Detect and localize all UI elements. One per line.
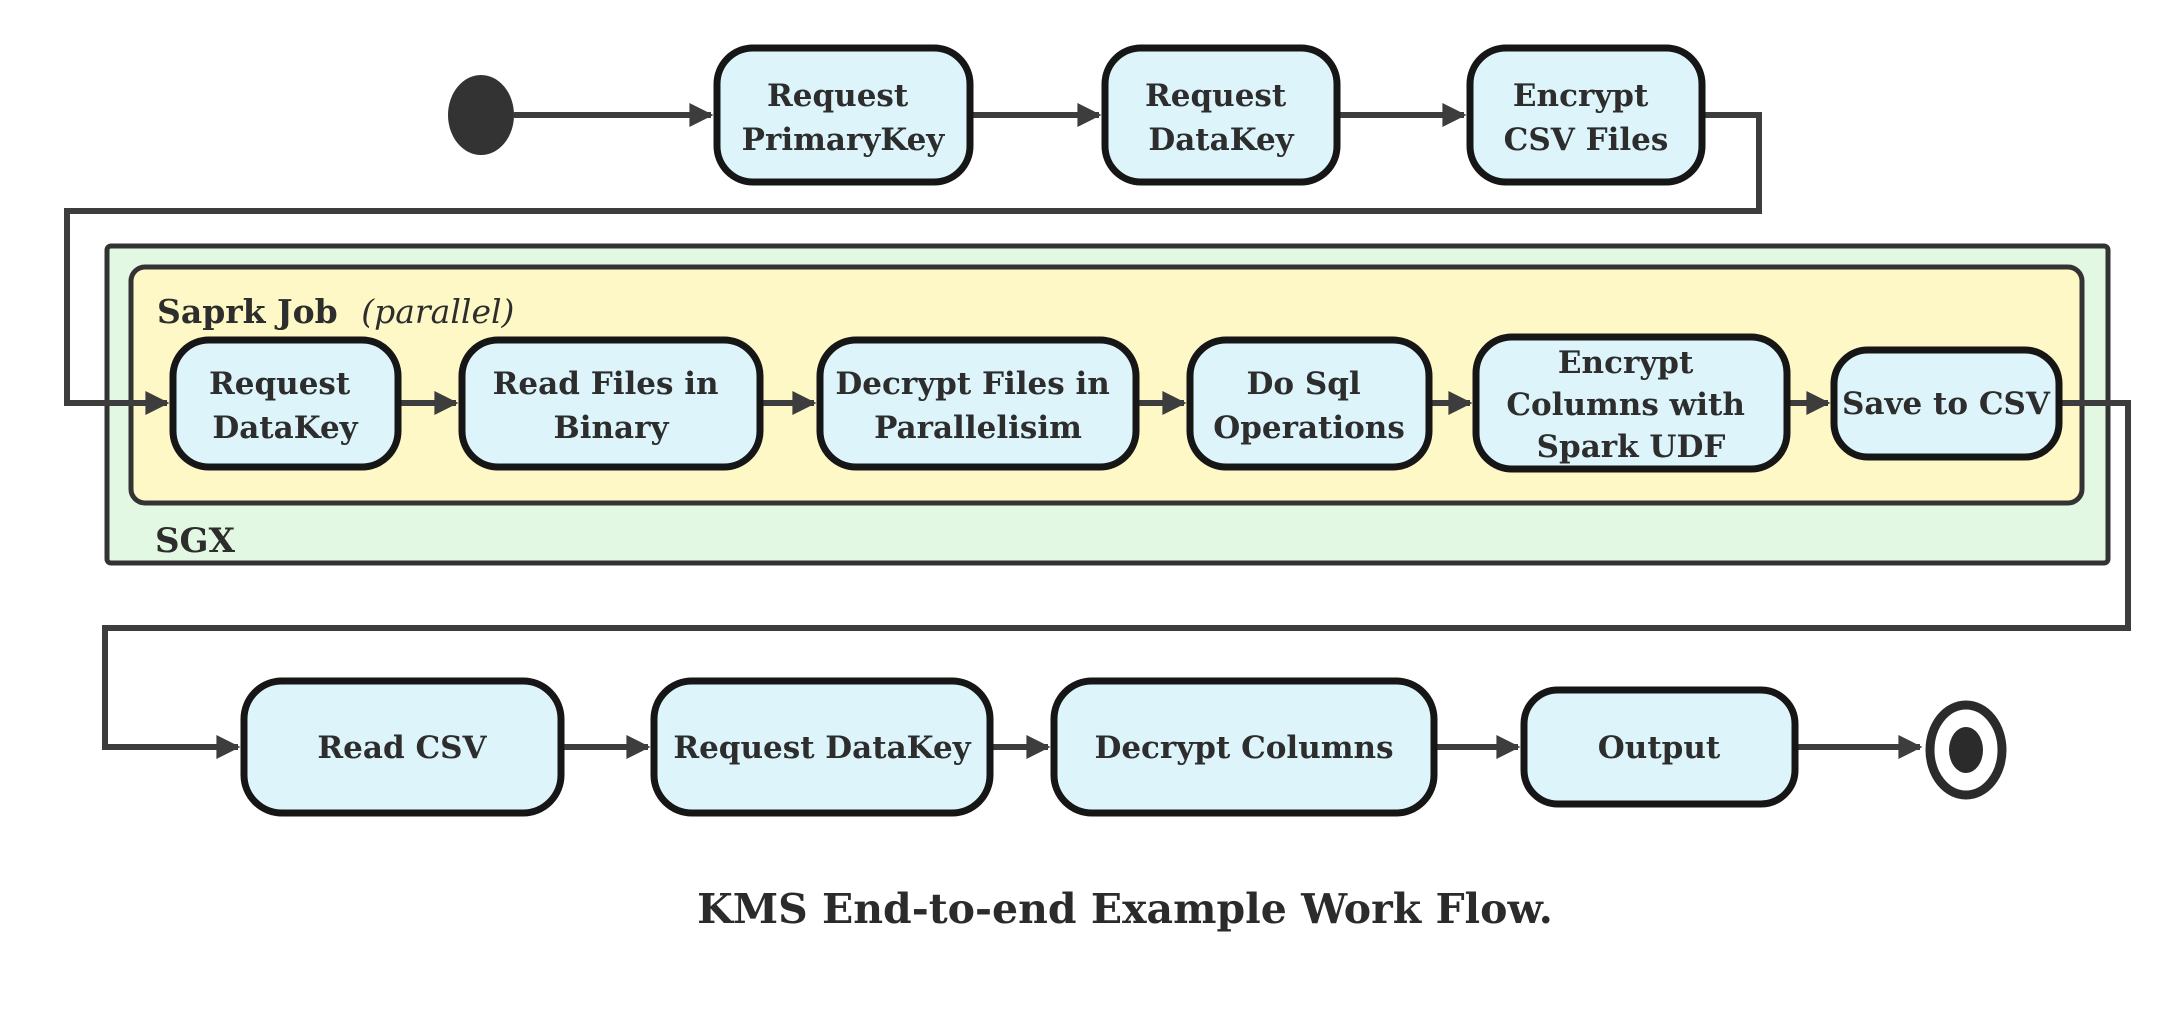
spark-job-mode: (parallel) [361, 292, 514, 331]
node-read-csv: Read CSV [240, 677, 565, 817]
node-label: Request DataKey [673, 730, 971, 766]
start-node [448, 75, 514, 155]
node-label: Save to CSV [1842, 386, 2051, 422]
node-box [1830, 346, 2063, 461]
node-label: Request DataKey [1145, 78, 1297, 158]
node-label: Decrypt Files in Parallelisim [835, 366, 1120, 446]
node-box [1466, 44, 1706, 186]
node-label: Request DataKey [209, 366, 361, 446]
edges [64, 103, 2131, 759]
node-box [458, 336, 764, 471]
node-box [1520, 686, 1799, 808]
node-box [816, 336, 1140, 471]
node-box [169, 336, 402, 471]
sgx-container-label: SGX [155, 521, 236, 561]
node-label: Read Files in Binary [493, 366, 730, 446]
node-encrypt-columns-with-spark-udf: Encrypt Columns with Spark UDF [1472, 333, 1791, 473]
node-label: Encrypt CSV Files [1504, 78, 1669, 158]
edge-save-csv-to-read-csv [102, 400, 2131, 759]
node-box [1050, 677, 1438, 817]
node-output: Output [1520, 686, 1799, 808]
node-read-files-in-binary: Read Files in Binary [458, 336, 764, 471]
node-label: Read CSV [317, 730, 487, 766]
end-node-dot [1949, 727, 1983, 773]
node-label: Decrypt Columns [1094, 730, 1393, 766]
node-label: Encrypt Columns with Spark UDF [1506, 345, 1755, 465]
node-request-datakey-sgx: Request DataKey [169, 336, 402, 471]
node-box [713, 44, 974, 186]
spark-job-container-label: Saprk Job (parallel) [157, 292, 514, 331]
spark-job-title: Saprk Job [157, 292, 338, 331]
node-box [650, 677, 994, 817]
node-encrypt-csv-files: Encrypt CSV Files [1466, 44, 1706, 186]
node-box [1101, 44, 1341, 186]
node-label: Do Sql Operations [1213, 366, 1405, 446]
node-box [1186, 336, 1433, 471]
node-decrypt-columns: Decrypt Columns [1050, 677, 1438, 817]
node-request-primarykey: Request PrimaryKey [713, 44, 974, 186]
diagram-caption: KMS End-to-end Example Work Flow. [697, 885, 1553, 933]
node-request-datakey-top: Request DataKey [1101, 44, 1341, 186]
node-decrypt-files-in-parallelisim: Decrypt Files in Parallelisim [816, 336, 1140, 471]
node-label: Output [1598, 730, 1721, 766]
node-box [240, 677, 565, 817]
node-label: Request PrimaryKey [742, 78, 946, 158]
node-request-datakey-bottom: Request DataKey [650, 677, 994, 817]
end-node [1925, 700, 2007, 800]
node-save-to-csv: Save to CSV [1830, 346, 2063, 461]
node-do-sql-operations: Do Sql Operations [1186, 336, 1433, 471]
edge-encrypt-csv-files-to-sgx-request-datakey [64, 112, 1762, 415]
node-box [1472, 333, 1791, 473]
